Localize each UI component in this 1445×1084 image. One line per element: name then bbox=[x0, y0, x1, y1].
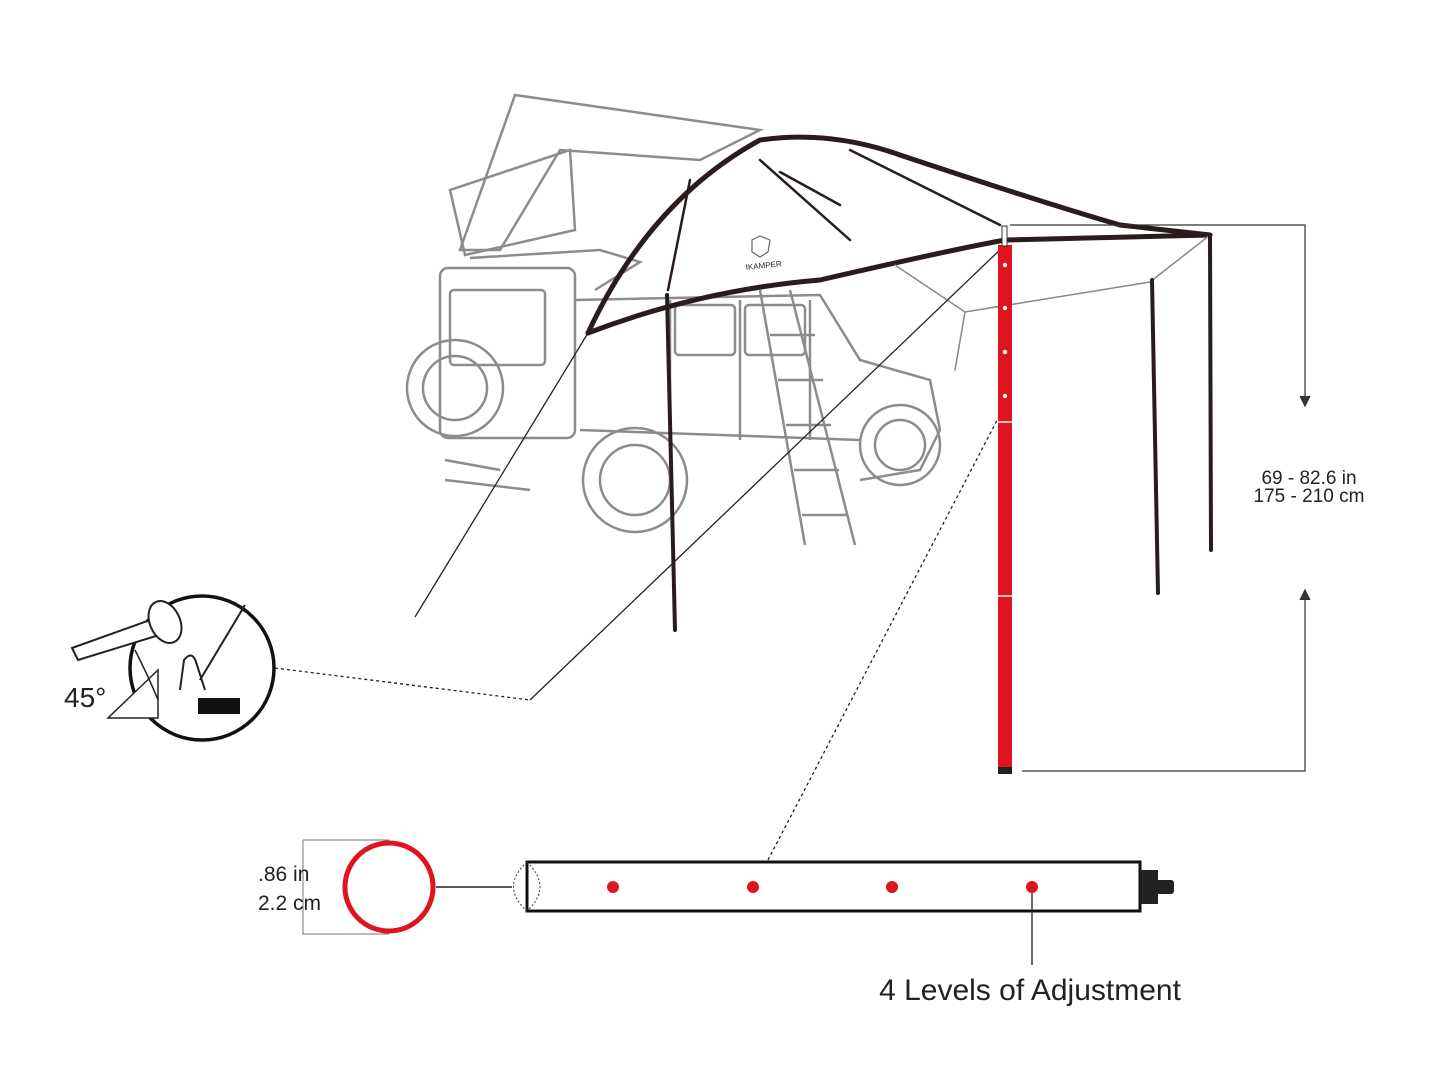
adjustment-hole-3 bbox=[886, 881, 898, 893]
adjustment-hole-2 bbox=[747, 881, 759, 893]
pole-side-view bbox=[513, 860, 1174, 965]
height-dimension bbox=[1010, 224, 1311, 772]
adjustment-hole-4 bbox=[1026, 881, 1038, 893]
diameter-metric: 2.2 cm bbox=[258, 892, 321, 915]
guy-lines bbox=[274, 244, 1006, 886]
angle-label: 45° bbox=[64, 682, 106, 713]
awning-canopy bbox=[585, 134, 1213, 632]
height-imperial: 69 - 82.6 in bbox=[1261, 468, 1356, 489]
vehicle-illustration bbox=[405, 93, 942, 546]
ikamper-logo: IKAMPER bbox=[745, 235, 782, 272]
logo-text: IKAMPER bbox=[745, 259, 782, 272]
adjustment-hole-1 bbox=[607, 881, 619, 893]
adjustable-pole bbox=[998, 225, 1012, 774]
stake-icon bbox=[179, 654, 206, 691]
angle-triangle bbox=[106, 668, 159, 719]
diameter-imperial: .86 in bbox=[258, 863, 309, 886]
height-metric: 175 - 210 cm bbox=[1254, 486, 1365, 507]
adjustment-label: 4 Levels of Adjustment bbox=[879, 974, 1182, 1007]
stake-detail bbox=[70, 594, 276, 742]
pole-cross-section bbox=[302, 839, 512, 935]
